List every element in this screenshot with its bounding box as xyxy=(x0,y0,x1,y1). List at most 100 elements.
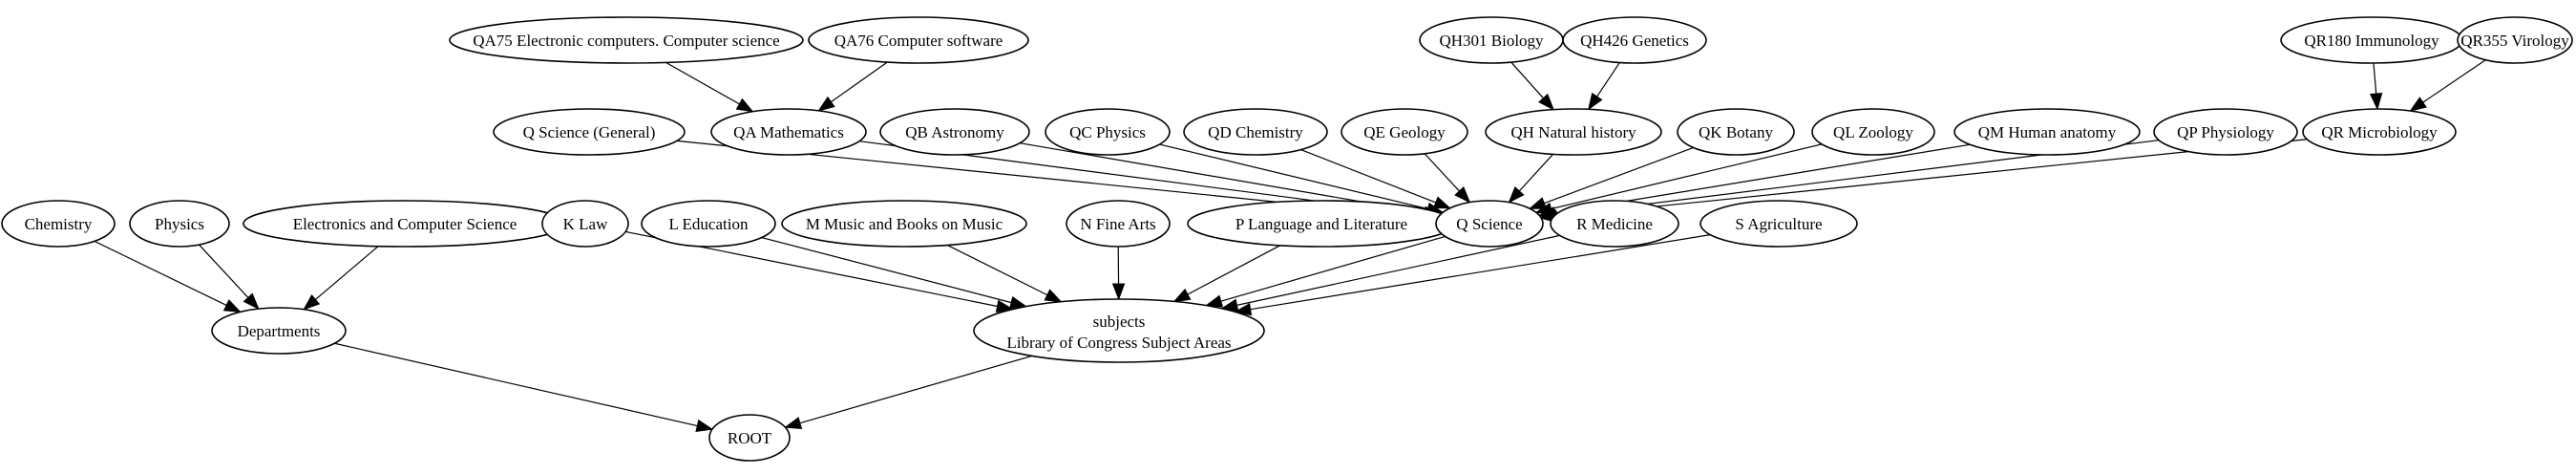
edge-m-to-subjects xyxy=(946,244,1063,303)
arrowhead-icon xyxy=(1044,289,1063,303)
edge-line xyxy=(1236,234,1560,306)
edge-line xyxy=(1159,143,1428,210)
arrowhead-icon xyxy=(1587,92,1603,111)
node-l: L Education xyxy=(641,200,776,248)
edge-r-to-subjects xyxy=(1220,234,1560,312)
edge-n-to-subjects xyxy=(1111,246,1126,301)
arrowhead-icon xyxy=(303,293,321,311)
node-label: Departments xyxy=(238,322,321,340)
arrowhead-icon xyxy=(1111,283,1126,301)
edge-line xyxy=(1424,153,1460,192)
node-ellipse xyxy=(1,200,116,248)
node-ellipse xyxy=(1953,108,2141,156)
edge-departments-to-root xyxy=(334,342,714,433)
edge-line xyxy=(199,244,249,298)
node-label: K Law xyxy=(563,215,608,233)
arrowhead-icon xyxy=(2409,97,2427,112)
node-k: K Law xyxy=(541,200,629,248)
node-label: QH Natural history xyxy=(1510,123,1636,141)
node-ellipse xyxy=(1550,200,1679,248)
node-ellipse xyxy=(129,200,230,248)
node-label: M Music and Books on Music xyxy=(806,215,1003,233)
node-label: QR355 Virology xyxy=(2460,32,2569,50)
edge-line xyxy=(1187,245,1281,295)
node-ellipse xyxy=(1485,108,1662,156)
node-ellipse xyxy=(2302,108,2457,156)
node-label: N Fine Arts xyxy=(1080,215,1155,233)
node-qp: QP Physiology xyxy=(2153,108,2298,156)
node-label: Q Science (General) xyxy=(523,123,656,141)
node-label: subjects xyxy=(1093,313,1146,331)
node-qa76: QA76 Computer software xyxy=(808,16,1029,64)
node-q_general: Q Science (General) xyxy=(493,108,686,156)
node-qr180: QR180 Immunology xyxy=(2280,16,2463,64)
edge-q-to-subjects xyxy=(1204,235,1446,308)
node-ellipse xyxy=(2153,108,2298,156)
arrowhead-icon xyxy=(817,96,835,112)
node-label: QH426 Genetics xyxy=(1580,32,1689,50)
node-ellipse xyxy=(1811,108,1935,156)
arrowhead-icon xyxy=(222,299,242,313)
node-label: QP Physiology xyxy=(2177,123,2274,141)
node-r: R Medicine xyxy=(1550,200,1679,248)
node-qk: QK Botany xyxy=(1677,108,1795,156)
edge-chemistry-to-departments xyxy=(94,240,242,313)
node-ellipse xyxy=(449,16,804,64)
node-ecs: Electronics and Computer Science xyxy=(243,200,567,248)
node-qb: QB Astronomy xyxy=(879,108,1030,156)
node-layer: QA75 Electronic computers. Computer scie… xyxy=(1,16,2573,462)
node-qh301: QH301 Biology xyxy=(1419,16,1564,64)
node-label: P Language and Literature xyxy=(1235,215,1407,233)
node-ellipse xyxy=(781,200,1027,248)
edge-line xyxy=(1510,61,1544,99)
arrowhead-icon xyxy=(1454,186,1471,204)
edge-qh301-to-qh xyxy=(1510,61,1555,111)
node-ellipse xyxy=(1066,200,1171,248)
edge-qr355-to-qr xyxy=(2409,59,2486,112)
node-ellipse xyxy=(1677,108,1795,156)
edge-p-to-subjects xyxy=(1172,245,1281,303)
arrowhead-icon xyxy=(695,419,714,433)
node-n: N Fine Arts xyxy=(1066,200,1171,248)
node-label: QL Zoology xyxy=(1833,123,1913,141)
arrowhead-icon xyxy=(1528,197,1548,209)
node-label: QM Human anatomy xyxy=(1978,123,2117,141)
node-qh: QH Natural history xyxy=(1485,108,1662,156)
node-ellipse xyxy=(541,200,629,248)
node-label: Chemistry xyxy=(25,215,93,233)
node-departments: Departments xyxy=(211,307,347,355)
node-label: QC Physics xyxy=(1069,123,1146,141)
node-label: ROOT xyxy=(728,429,772,447)
edge-line xyxy=(94,240,227,306)
edge-line xyxy=(1544,146,1694,205)
node-ellipse xyxy=(973,298,1265,363)
arrowhead-icon xyxy=(784,417,803,430)
edge-qd-to-q xyxy=(1300,149,1451,209)
node-ellipse xyxy=(879,108,1030,156)
node-label: QK Botany xyxy=(1699,123,1773,141)
node-ellipse xyxy=(1700,200,1858,248)
edge-line xyxy=(665,61,740,105)
node-label: QE Geology xyxy=(1363,123,1446,141)
node-ellipse xyxy=(708,414,791,462)
edge-qh426-to-qh xyxy=(1587,62,1620,111)
node-root: ROOT xyxy=(708,414,791,462)
node-label: QA75 Electronic computers. Computer scie… xyxy=(473,32,779,50)
arrowhead-icon xyxy=(2369,93,2383,111)
edge-line xyxy=(334,342,698,427)
node-ellipse xyxy=(1183,108,1328,156)
node-qa: QA Mathematics xyxy=(710,108,867,156)
node-ellipse xyxy=(1435,200,1544,248)
node-label: QA Mathematics xyxy=(733,123,844,141)
arrowhead-icon xyxy=(735,97,754,113)
node-label: QR180 Immunology xyxy=(2304,32,2439,50)
edge-subjects-to-root xyxy=(784,355,1032,430)
edge-line xyxy=(1556,139,2308,218)
arrowhead-icon xyxy=(1508,185,1525,204)
arrowhead-icon xyxy=(1538,93,1555,111)
edge-line xyxy=(2373,62,2377,95)
node-sublabel: Library of Congress Subject Areas xyxy=(1006,334,1231,352)
node-label: R Medicine xyxy=(1576,215,1653,233)
edge-ecs-to-departments xyxy=(303,246,379,311)
